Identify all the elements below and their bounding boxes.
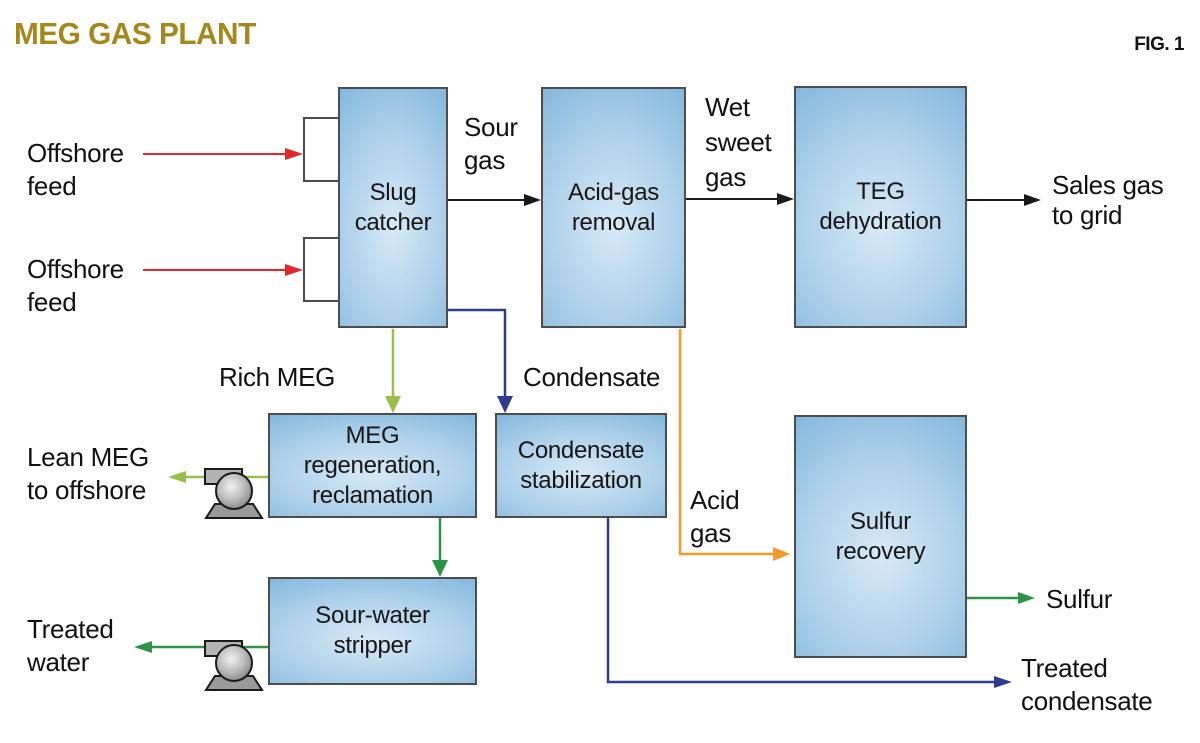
diagram-title: MEG GAS PLANT (14, 16, 256, 51)
box-sulfur-recovery: Sulfur recovery (794, 415, 967, 658)
arrow-sales-gas (967, 194, 1041, 206)
arrow-lean-meg (168, 471, 268, 483)
label-lean-meg-to-offshore: Lean MEG to offshore (27, 442, 149, 505)
label-treated-condensate: Treated condensate (1021, 653, 1153, 716)
label-acid-gas: Acid gas (690, 485, 740, 548)
box-condensate-stabilization: Condensate stabilization (495, 413, 667, 518)
box-meg-regeneration-label: MEG regeneration, reclamation (303, 421, 442, 509)
label-sulfur: Sulfur (1046, 584, 1113, 614)
figure-number: FIG. 1 (1134, 34, 1184, 55)
box-sour-water-stripper-label: Sour-water stripper (315, 602, 430, 659)
box-acid-gas-removal: Acid-gas removal (541, 87, 686, 328)
feed-inlet-stub-2 (303, 237, 341, 302)
box-slug-catcher: Slug catcher (338, 87, 448, 328)
box-slug-catcher-label: Slug catcher (354, 178, 432, 236)
box-teg-dehydration: TEG dehydration (794, 86, 967, 328)
feed-inlet-stub-1 (303, 117, 341, 182)
box-meg-regeneration: MEG regeneration, reclamation (268, 413, 477, 518)
box-teg-dehydration-label: TEG dehydration (819, 178, 942, 235)
label-wet-sweet-gas: Wet sweet gas (705, 92, 772, 192)
arrow-treated-water (134, 641, 268, 653)
label-sour-gas: Sour gas (464, 112, 518, 175)
arrow-offshore-feed-1 (143, 148, 303, 160)
label-condensate: Condensate (523, 362, 661, 392)
arrow-sulfur (967, 592, 1035, 604)
box-acid-gas-removal-label: Acid-gas removal (568, 178, 659, 236)
pump-icon (204, 468, 264, 519)
box-sour-water-stripper: Sour-water stripper (268, 577, 477, 685)
arrow-condensate (448, 308, 513, 413)
label-sales-gas-to-grid: Sales gas to grid (1052, 170, 1164, 230)
arrow-sour-gas (448, 194, 541, 206)
pump-icon (204, 640, 264, 691)
box-condensate-stabilization-label: Condensate stabilization (517, 436, 645, 494)
label-offshore-feed-2: Offshore feed (27, 254, 124, 317)
box-sulfur-recovery-label: Sulfur recovery (835, 507, 926, 565)
label-rich-meg: Rich MEG (219, 362, 336, 392)
arrow-rich-meg (385, 329, 401, 413)
arrow-offshore-feed-2 (143, 264, 303, 276)
arrow-meg-to-stripper (432, 518, 448, 577)
label-offshore-feed-1: Offshore feed (27, 138, 124, 201)
label-treated-water: Treated water (27, 614, 114, 677)
